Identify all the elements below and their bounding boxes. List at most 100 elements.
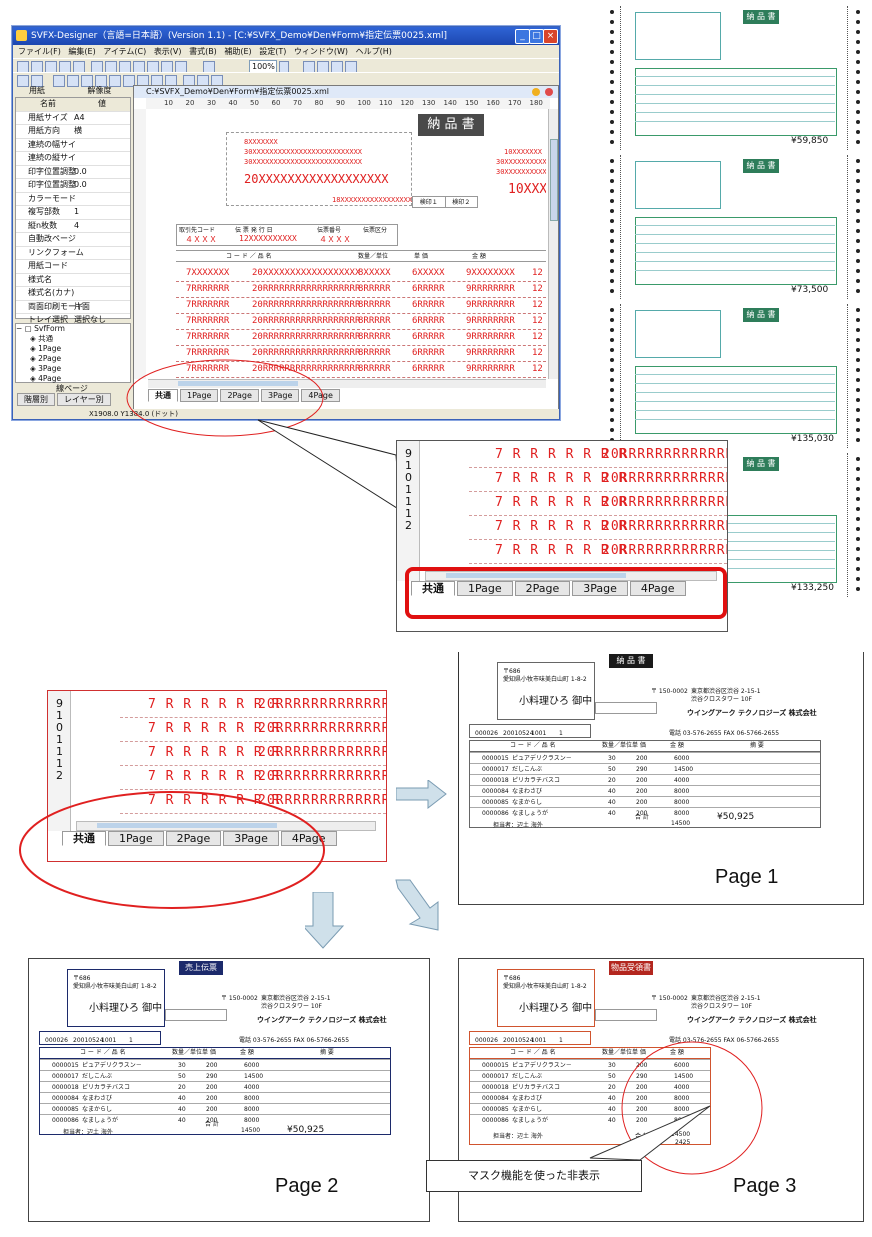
feed-hole <box>610 368 614 372</box>
maximize-button[interactable]: □ <box>529 29 544 44</box>
slip-row <box>635 374 835 375</box>
feed-hole <box>610 209 614 213</box>
inset-scroll-thumb[interactable] <box>97 823 277 828</box>
property-row[interactable]: 自動改ページ <box>16 233 130 247</box>
row-field: 9RRRRRRRR <box>466 316 515 326</box>
menu-settings[interactable]: 設定(T) <box>259 47 287 56</box>
tab-3page[interactable]: 3Page <box>260 389 300 402</box>
menu-file[interactable]: ファイル(F) <box>18 47 61 56</box>
form-heading: 納 品 書 <box>418 114 484 136</box>
tab-2page[interactable]: 2Page <box>514 581 571 596</box>
select-arrow-icon[interactable] <box>17 75 29 87</box>
menu-view[interactable]: 表示(V) <box>153 47 182 56</box>
tab-1page[interactable]: 1Page <box>108 831 164 846</box>
feed-hole <box>856 199 860 203</box>
tab-layer[interactable]: レイヤー別 <box>57 393 111 406</box>
property-value[interactable]: A4 <box>74 112 85 122</box>
item-name: ピリカラチバスコ <box>82 1084 131 1091</box>
menu-edit[interactable]: 編集(E) <box>68 47 96 56</box>
minimize-doc-icon[interactable] <box>532 88 540 96</box>
property-value[interactable]: 選択なし <box>74 315 106 324</box>
property-row[interactable]: 様式名 <box>16 274 130 287</box>
tab-2page[interactable]: 2Page <box>220 389 259 402</box>
menu-item[interactable]: アイテム(C) <box>103 47 147 56</box>
property-row[interactable]: カラーモード <box>16 193 130 206</box>
inset-scroll-thumb[interactable] <box>446 573 626 578</box>
tree-root[interactable]: − ▢ SvfForm <box>16 324 65 333</box>
row-code: 7 R R R R R R R <box>148 697 281 712</box>
property-row[interactable]: 連続の縦サイ <box>16 152 130 166</box>
property-value[interactable]: 0.0 <box>74 180 87 189</box>
tree-item-1page[interactable]: ◈ 1Page <box>30 344 62 353</box>
property-value[interactable]: 0.0 <box>74 166 87 176</box>
field-icon[interactable] <box>95 75 107 87</box>
row-divider <box>469 491 727 493</box>
form-canvas[interactable]: 納 品 書 8XXXXXXX 30XXXXXXXXXXXXXXXXXXXXXXX… <box>148 110 546 378</box>
col-amount: 金 額 <box>670 1049 684 1056</box>
image-icon[interactable] <box>123 75 135 87</box>
h-scroll-thumb[interactable] <box>178 381 298 386</box>
horizontal-scrollbar[interactable] <box>148 379 546 388</box>
property-row[interactable]: 用紙コード <box>16 260 130 274</box>
property-value[interactable]: 1 <box>74 207 80 216</box>
feed-hole <box>610 289 614 293</box>
tab-3page[interactable]: 3Page <box>223 831 279 846</box>
inset-scrollbar[interactable] <box>76 821 376 831</box>
tab-common[interactable]: 共通 <box>62 831 106 846</box>
tree-item-4page[interactable]: ◈ 4Page <box>30 374 62 383</box>
property-row[interactable]: リンクフォーム <box>16 247 130 260</box>
row-code: 7 R R R R R R R <box>148 793 281 808</box>
property-row[interactable]: 両面印刷モード片面 <box>16 301 130 314</box>
tab-2page[interactable]: 2Page <box>165 831 222 846</box>
tree-item-common[interactable]: ◈ 共通 <box>30 334 54 343</box>
menu-format[interactable]: 書式(B) <box>189 47 217 56</box>
tab-1page[interactable]: 1Page <box>180 389 219 402</box>
text-icon[interactable] <box>81 75 93 87</box>
slip-row <box>635 103 835 104</box>
property-row[interactable]: 様式名(カナ) <box>16 287 130 301</box>
tree-item-2page[interactable]: ◈ 2Page <box>30 354 62 363</box>
menu-help[interactable]: ヘルプ(H) <box>355 47 392 56</box>
item-price: 200 <box>636 1106 648 1113</box>
recipient-field: 20XXXXXXXXXXXXXXXXXX <box>244 172 389 186</box>
property-row[interactable]: 用紙方向横 <box>16 125 130 139</box>
item-price: 200 <box>206 1084 218 1091</box>
address-box <box>497 662 595 720</box>
feed-hole <box>610 219 614 223</box>
items-header: コ ー ド ／ 品 名数量／単位単 価金 額摘 要 <box>470 741 820 752</box>
vertical-scrollbar[interactable] <box>548 109 558 379</box>
feed-hole <box>856 368 860 372</box>
item-name: ピリカラチバスコ <box>512 777 561 784</box>
tab-4page[interactable]: 4Page <box>629 581 686 596</box>
tab-hierarchy[interactable]: 階層別 <box>17 393 55 406</box>
close-doc-icon[interactable] <box>545 88 553 96</box>
tab-common[interactable]: 共通 <box>411 581 455 596</box>
tab-common[interactable]: 共通 <box>148 389 178 402</box>
menu-assist[interactable]: 補助(E) <box>224 47 252 56</box>
property-value[interactable]: 4 <box>74 220 80 230</box>
box-icon[interactable] <box>67 75 79 87</box>
title-bar: SVFX-Designer（言語=日本語）(Version 1.1) - [C:… <box>13 27 559 45</box>
property-value[interactable]: 横 <box>74 126 82 135</box>
menu-window[interactable]: ウィンドウ(W) <box>293 47 349 56</box>
tab-1page[interactable]: 1Page <box>457 581 513 596</box>
scroll-thumb[interactable] <box>550 139 558 221</box>
tree-item-3page[interactable]: ◈ 3Page <box>30 364 62 373</box>
inset-scrollbar[interactable] <box>425 571 717 581</box>
barcode-icon[interactable] <box>109 75 121 87</box>
slip-row <box>635 234 835 235</box>
property-value[interactable]: 片面 <box>74 301 90 311</box>
hand-icon[interactable] <box>31 75 43 87</box>
tab-3page[interactable]: 3Page <box>572 581 628 596</box>
property-row[interactable]: 連続の幅サイ <box>16 139 130 152</box>
feed-hole <box>856 239 860 243</box>
prop-header-name: 名前 <box>40 99 56 108</box>
close-button[interactable]: × <box>543 29 558 44</box>
line-icon[interactable] <box>53 75 65 87</box>
